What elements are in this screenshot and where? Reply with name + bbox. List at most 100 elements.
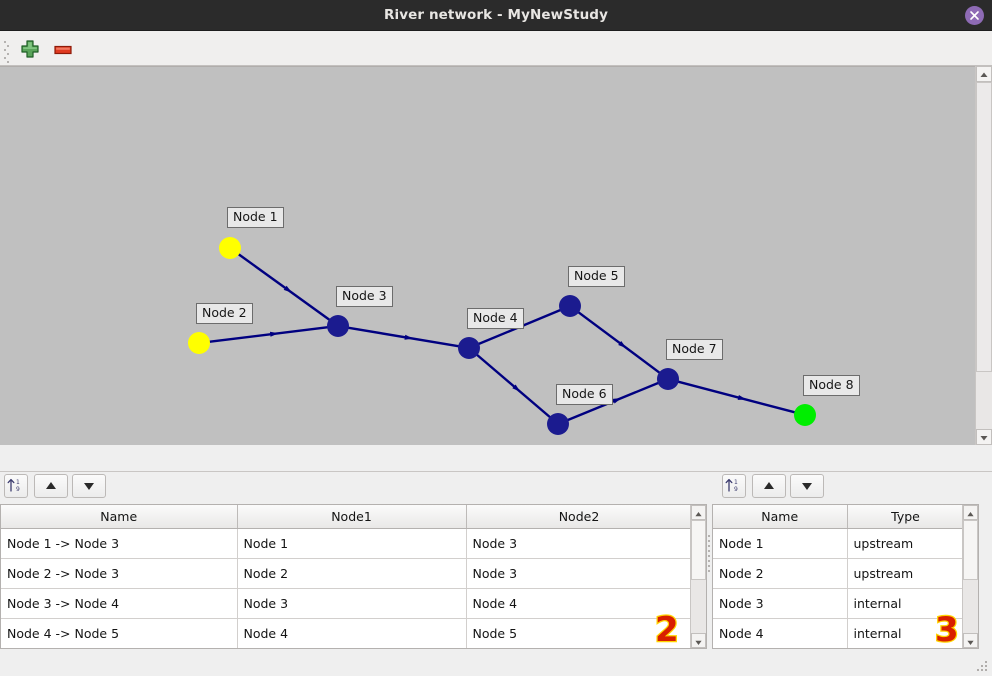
table-row-cell[interactable]: upstream [847, 528, 962, 559]
links-col-node2[interactable]: Node2 [466, 505, 690, 529]
graph-node-node3[interactable] [327, 315, 349, 337]
table-row-cell[interactable]: Node 2 -> Node 3 [1, 558, 238, 589]
links-col-node1[interactable]: Node1 [237, 505, 467, 529]
node-label-node4[interactable]: Node 4 [467, 308, 524, 329]
close-icon[interactable] [965, 6, 984, 25]
svg-text:1: 1 [16, 479, 20, 486]
table-row-cell[interactable]: Node 2 [713, 558, 848, 589]
table-row-cell[interactable]: Node 3 [237, 588, 467, 619]
table-row-cell[interactable]: Node 1 [713, 528, 848, 559]
table-row-cell[interactable]: Node 4 [713, 618, 848, 648]
node-label-node5[interactable]: Node 5 [568, 266, 625, 287]
links-table-scrollbar[interactable] [690, 505, 706, 648]
edge-Node6-to-Node7[interactable] [566, 381, 660, 422]
table-row-cell[interactable]: Node 3 [466, 558, 690, 589]
edge-Node4-to-Node6[interactable] [475, 353, 552, 419]
graph-vscroll-thumb[interactable] [976, 82, 992, 372]
window-title: River network - MyNewStudy [384, 7, 608, 23]
node-label-node1[interactable]: Node 1 [227, 207, 284, 228]
node-label-node2[interactable]: Node 2 [196, 303, 253, 324]
table-row-cell[interactable]: Node 1 [237, 528, 467, 559]
graph-vertical-scrollbar[interactable] [975, 66, 992, 445]
table-row-cell[interactable]: Node 3 -> Node 4 [1, 588, 238, 619]
nodes-scroll-thumb[interactable] [963, 520, 978, 580]
vertical-splitter[interactable] [707, 532, 712, 602]
table-row-cell[interactable]: Node 4 [237, 618, 467, 648]
arrowhead-icon [512, 384, 521, 392]
node-label-node6[interactable]: Node 6 [556, 384, 613, 405]
edge-layer [208, 252, 796, 422]
table-row-cell[interactable]: internal [847, 618, 962, 648]
close-x-glyph [970, 11, 979, 20]
arrowhead-icon [404, 334, 414, 340]
table-row-cell[interactable]: Node 1 -> Node 3 [1, 528, 238, 559]
table-row-cell[interactable]: Node 2 [237, 558, 467, 589]
edge-Node7-to-Node8[interactable] [677, 380, 796, 414]
edge-Node5-to-Node7[interactable] [577, 311, 661, 374]
graph-node-node4[interactable] [458, 337, 480, 359]
edge-Node3-to-Node4[interactable] [347, 326, 460, 348]
table-row-cell[interactable]: Node 4 [466, 588, 690, 619]
links-sort-button[interactable]: 1 9 [4, 474, 28, 498]
table-row-cell[interactable]: Node 4 -> Node 5 [1, 618, 238, 648]
toolbar-drag-handle[interactable] [4, 39, 9, 63]
links-move-down-button[interactable] [72, 474, 106, 498]
node-label-node8[interactable]: Node 8 [803, 375, 860, 396]
nodes-scroll-up-button[interactable] [963, 505, 978, 520]
graph-node-node2[interactable] [188, 332, 210, 354]
resize-grip[interactable] [977, 661, 989, 673]
sort-ascending-icon: 1 9 [7, 478, 20, 493]
node-label-node3[interactable]: Node 3 [336, 286, 393, 307]
graph-node-node1[interactable] [219, 237, 241, 259]
nodes-scroll-down-button[interactable] [963, 633, 978, 648]
links-col-name[interactable]: Name [1, 505, 238, 529]
title-bar: River network - MyNewStudy [0, 0, 992, 31]
nodes-move-up-button[interactable] [752, 474, 786, 498]
nodes-pane: 1 9 [712, 472, 992, 676]
nodes-sort-button[interactable]: 1 9 [722, 474, 746, 498]
scroll-up-button[interactable] [976, 66, 992, 82]
nodes-move-down-button[interactable] [790, 474, 824, 498]
edge-Node2-to-Node3[interactable] [208, 326, 329, 343]
river-network-canvas[interactable]: Node 1 Node 2 Node 3 Node 4 Node 5 Node 6 Node… [0, 66, 975, 445]
graph-node-node8[interactable] [794, 404, 816, 426]
graph-panel: Node 1 Node 2 Node 3 Node 4 Node 5 Node 6 Node… [0, 66, 992, 541]
edge-Node1-to-Node3[interactable] [237, 252, 331, 322]
graph-node-node5[interactable] [559, 295, 581, 317]
chevron-down-icon [695, 640, 702, 645]
graph-vscroll-track[interactable] [976, 82, 992, 429]
scroll-down-button[interactable] [976, 429, 992, 445]
links-scroll-up-button[interactable] [691, 505, 706, 520]
links-scroll-thumb[interactable] [691, 520, 706, 580]
links-scroll-down-button[interactable] [691, 633, 706, 648]
nodes-table-scrollbar[interactable] [962, 505, 978, 648]
graph-node-node6[interactable] [547, 413, 569, 435]
links-move-up-button[interactable] [34, 474, 68, 498]
nodes-col-name[interactable]: Name [713, 505, 848, 529]
table-row-cell[interactable]: internal [847, 588, 962, 619]
table-row-cell[interactable]: upstream [847, 558, 962, 589]
graph-node-node7[interactable] [657, 368, 679, 390]
delete-node-button[interactable] [51, 37, 75, 61]
nodes-col-type[interactable]: Type [847, 505, 962, 529]
table-row-cell[interactable]: Node 5 [466, 618, 690, 648]
node-label-node7[interactable]: Node 7 [666, 339, 723, 360]
triangle-up-icon [46, 482, 56, 489]
arrowhead-icon [612, 398, 622, 404]
table-row-cell[interactable]: Node 3 [713, 588, 848, 619]
table-row-cell[interactable]: Node 3 [466, 528, 690, 559]
add-node-button[interactable] [18, 37, 42, 61]
